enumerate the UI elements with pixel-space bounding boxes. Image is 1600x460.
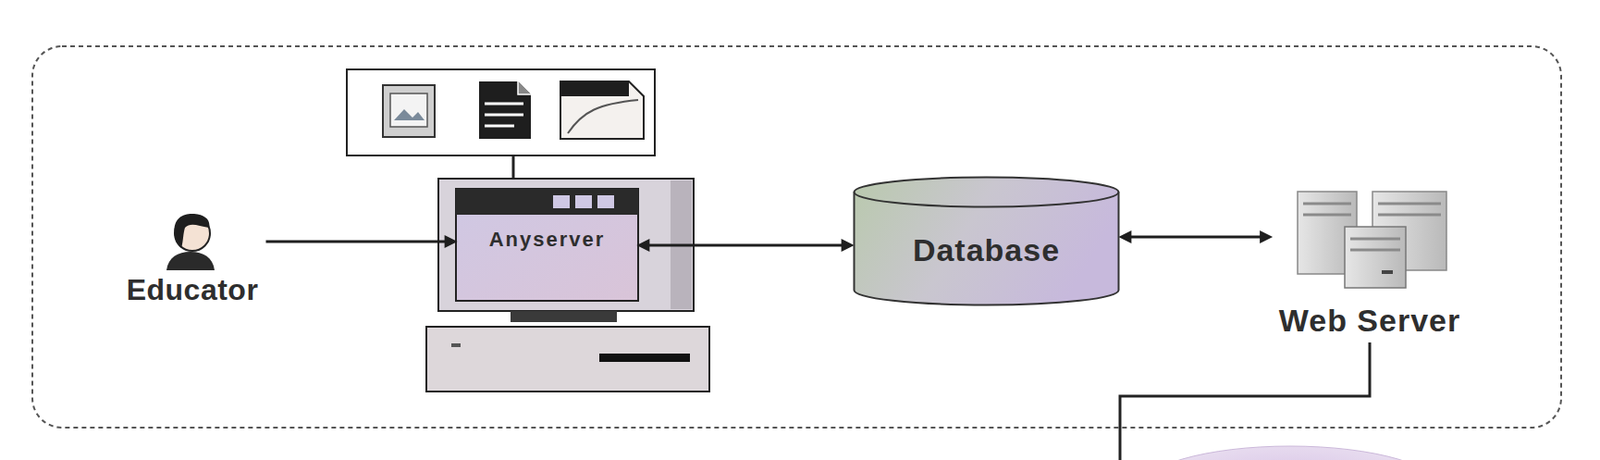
window-button (553, 195, 570, 209)
person-shoulders (166, 251, 215, 271)
person-hair (174, 213, 210, 248)
window-titlebar (455, 188, 639, 215)
server-node: Web Server (1271, 188, 1469, 339)
server-bays (1303, 203, 1441, 250)
drawing-icon (560, 81, 644, 139)
node-label: Educator (126, 272, 259, 308)
cylinder-rim (854, 192, 1120, 208)
network-cloud (1137, 445, 1443, 460)
server-light (1381, 270, 1393, 274)
drawing-icon-band (560, 81, 629, 97)
computer (426, 178, 710, 392)
database-cylinder: Database (852, 175, 1120, 307)
server-icon (1297, 191, 1447, 288)
monitor-screen (455, 188, 639, 301)
image-icon-picture (393, 109, 425, 121)
content-icons (346, 69, 655, 189)
drive-slot (599, 353, 690, 362)
image-icon-frame (390, 93, 428, 127)
icon-box (346, 69, 655, 156)
window-button (597, 195, 615, 209)
window-button (575, 195, 592, 209)
connector-arrow (641, 244, 850, 247)
upload-arrow (512, 155, 516, 180)
node-label: Web Server (1279, 302, 1461, 339)
document-fold (517, 81, 531, 95)
server-tower (1344, 226, 1406, 288)
document-icon (479, 81, 531, 139)
application-window: Anyserver (455, 214, 639, 301)
node-label: Database (912, 232, 1060, 269)
power-light (451, 343, 461, 347)
drawing-curve (567, 99, 639, 134)
system-boundary (32, 46, 1562, 428)
actor: Educator (119, 210, 267, 309)
computer-case (426, 326, 710, 392)
cylinder-body (854, 177, 1120, 306)
monitor-stand (510, 310, 617, 322)
connector-arrow (266, 240, 454, 244)
image-icon (382, 85, 435, 137)
person-icon (166, 213, 215, 271)
node-label: Anyserver (489, 227, 606, 251)
connector-arrow (1123, 235, 1268, 239)
document-lines (484, 103, 524, 126)
network-line (1120, 342, 1370, 460)
